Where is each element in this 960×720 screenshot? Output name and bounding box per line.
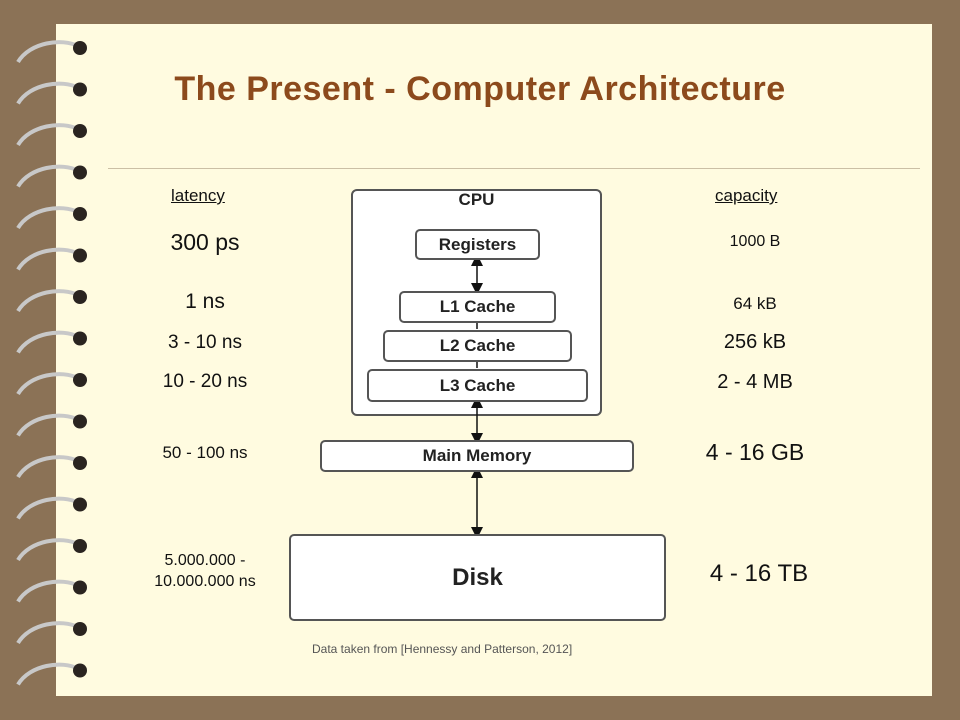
- disk-box: Disk: [289, 534, 666, 621]
- title-divider: [108, 168, 920, 169]
- binding-hole: [73, 580, 87, 595]
- binding-ring: [16, 206, 79, 230]
- binding-hole: [73, 124, 87, 138]
- capacity-l3: 2 - 4 MB: [717, 371, 793, 393]
- binding-ring: [16, 496, 79, 520]
- cpu-label: CPU: [458, 190, 495, 209]
- binding-hole: [73, 622, 87, 636]
- binding-hole: [73, 290, 87, 304]
- binding-ring: [16, 247, 79, 271]
- latency-main-memory: 50 - 100 ns: [162, 443, 248, 462]
- latency-l1: 1 ns: [185, 290, 225, 313]
- l1-cache-box: L1 Cache: [399, 291, 556, 323]
- binding-ring: [16, 123, 79, 147]
- binding-hole: [73, 373, 87, 387]
- binding-hole: [73, 331, 87, 346]
- latency-disk-line2: 10.000.000 ns: [154, 573, 256, 590]
- footer-course: Main-Memory Database Management Systems: [108, 642, 288, 672]
- spiral-binding: [16, 40, 87, 686]
- binding-ring: [16, 330, 79, 354]
- binding-ring: [16, 40, 79, 64]
- registers-box: Registers: [415, 229, 540, 260]
- latency-l3: 10 - 20 ns: [162, 371, 248, 392]
- binding-hole: [73, 207, 87, 221]
- latency-disk: 5.000.000 - 10.000.000 ns: [120, 550, 290, 592]
- binding-ring: [16, 372, 79, 396]
- binding-ring: [16, 662, 79, 686]
- binding-ring: [16, 621, 79, 645]
- capacity-l2: 256 kB: [723, 331, 787, 353]
- latency-l2: 3 - 10 ns: [168, 332, 242, 353]
- binding-ring: [16, 579, 79, 603]
- binding-hole: [73, 663, 87, 678]
- capacity-main-memory: 4 - 16 GB: [705, 439, 805, 465]
- binding-ring: [16, 455, 79, 479]
- capacity-disk: 4 - 16 TB: [709, 560, 809, 587]
- binding-ring: [16, 413, 79, 437]
- footer-course-line2: Management Systems: [108, 657, 228, 671]
- footer-page-number: 6/116: [886, 642, 916, 656]
- l3-cache-box: L3 Cache: [367, 369, 588, 402]
- binding-hole: [73, 165, 87, 180]
- footer-source: Data taken from [Hennessy and Patterson,…: [312, 642, 573, 656]
- capacity-header: capacity: [715, 186, 778, 205]
- binding-hole: [73, 82, 87, 97]
- binding-ring: [16, 81, 79, 105]
- binding-hole: [73, 456, 87, 470]
- binding-ring: [16, 538, 79, 562]
- binding-ring: [16, 164, 79, 188]
- binding-hole: [73, 248, 87, 263]
- capacity-registers: 1000 B: [729, 233, 781, 250]
- binding-hole: [73, 497, 87, 512]
- footer-course-line1: Main-Memory Database: [108, 642, 237, 656]
- binding-hole: [73, 539, 87, 553]
- l2-cache-box: L2 Cache: [383, 330, 572, 362]
- capacity-l1: 64 kB: [733, 294, 777, 313]
- latency-registers: 300 ps: [170, 229, 240, 255]
- latency-header: latency: [171, 186, 225, 205]
- binding-hole: [73, 41, 87, 55]
- slide-title: The Present - Computer Architecture: [174, 70, 786, 108]
- latency-disk-line1: 5.000.000 -: [164, 552, 246, 569]
- binding-ring: [16, 289, 79, 313]
- binding-hole: [73, 414, 87, 429]
- main-memory-box: Main Memory: [320, 440, 634, 472]
